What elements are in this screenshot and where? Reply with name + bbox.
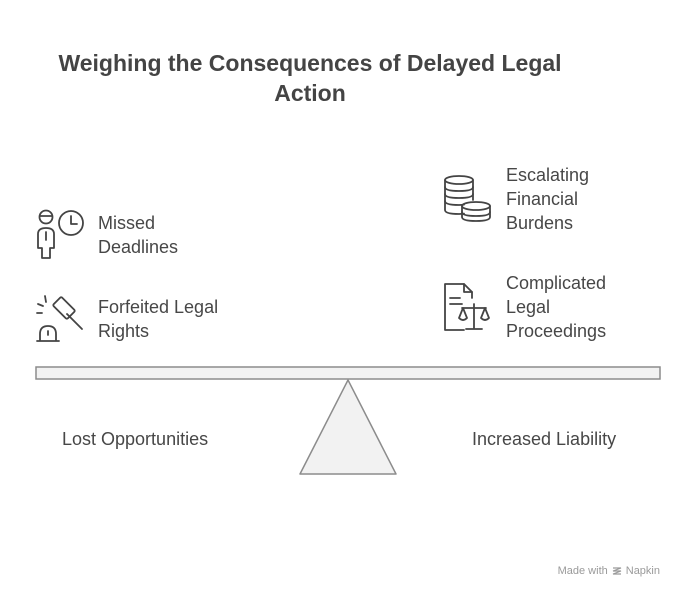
credit-prefix: Made with [557, 565, 608, 577]
item-label-forfeited-legal-rights: Forfeited Legal Rights [98, 297, 219, 341]
made-with-credit: Made with Napkin [558, 565, 660, 577]
left-side-label: Lost Opportunities [62, 429, 209, 449]
item-label-missed-deadlines: Missed Deadlines [98, 213, 179, 257]
diagram-title: Weighing the Consequences of Delayed Leg… [58, 50, 562, 106]
right-side-label: Increased Liability [472, 429, 617, 449]
coin-stack-icon [444, 175, 491, 222]
item-label-escalating-financial-burdens: Escalating Financial Burdens [506, 165, 590, 233]
item-label-complicated-legal-proceedings: Complicated Legal Proceedings [506, 273, 607, 341]
seesaw-beam [35, 366, 661, 380]
gavel-alarm-icon [36, 295, 83, 342]
napkin-logo-icon [612, 567, 621, 575]
seesaw-fulcrum [299, 379, 397, 475]
document-scales-icon [444, 283, 490, 331]
person-clock-icon [37, 209, 84, 259]
credit-brand: Napkin [625, 565, 660, 577]
